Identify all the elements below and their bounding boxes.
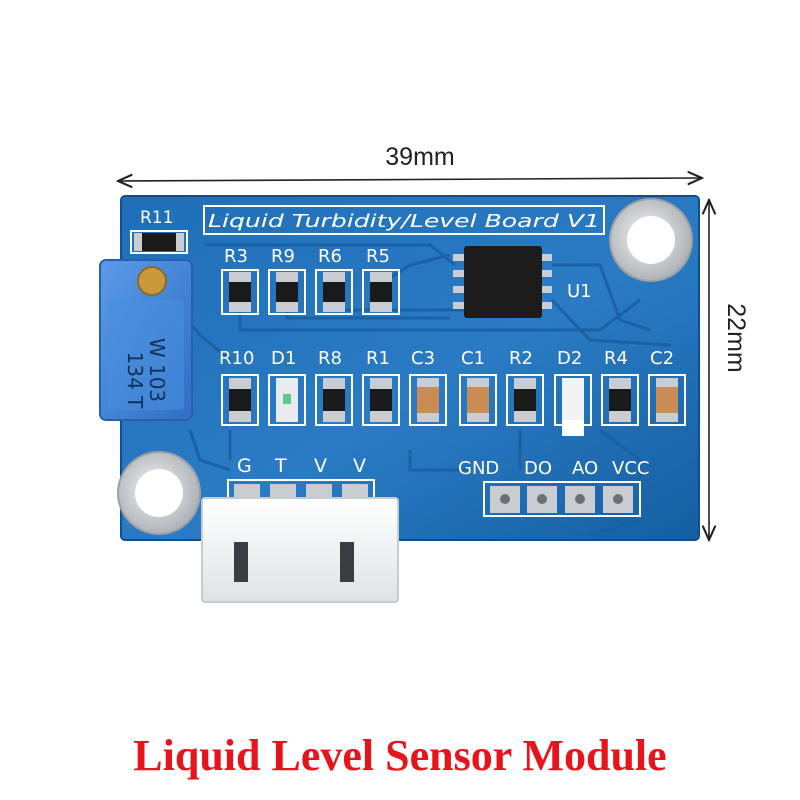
row2-component-r8 xyxy=(315,374,353,426)
row1-component-r5 xyxy=(362,269,400,315)
board-title: Liquid Turbidity/Level Board V1 xyxy=(208,211,600,232)
row1-component-r6 xyxy=(315,269,353,315)
left-connector-label-t: T xyxy=(274,455,287,477)
row2-component-c2 xyxy=(648,374,686,426)
pin-header-pads xyxy=(483,481,641,517)
r11-resistor xyxy=(130,230,188,254)
left-connector-label-g: G xyxy=(237,455,252,477)
row2-label-r4: R4 xyxy=(604,348,628,369)
title-box xyxy=(203,205,605,235)
left-connector-label-v1: V xyxy=(314,455,327,477)
row2-component-d2 xyxy=(554,374,592,436)
row1-component-r9 xyxy=(268,269,306,315)
potentiometer: 134 T W 103 xyxy=(99,259,193,421)
row2-label-r10: R10 xyxy=(219,348,254,369)
right-header-label-gnd: GND xyxy=(458,458,499,479)
row2-label-d2: D2 xyxy=(557,348,582,369)
height-dimension-label: 22mm xyxy=(722,303,750,372)
white-connector xyxy=(201,479,399,603)
row1-label-r3: R3 xyxy=(224,246,248,267)
row1-component-r3 xyxy=(221,269,259,315)
pot-marking-1: 134 T xyxy=(123,352,147,410)
row2-label-c3: C3 xyxy=(411,348,435,369)
row1-label-r9: R9 xyxy=(271,246,295,267)
row2-component-c1 xyxy=(459,374,497,426)
width-dimension-label: 39mm xyxy=(385,143,454,171)
row2-label-c2: C2 xyxy=(650,348,674,369)
row2-component-r1 xyxy=(362,374,400,426)
pcb-board: Liquid Turbidity/Level Board V1 R11 134 … xyxy=(99,195,700,603)
left-connector-label-v2: V xyxy=(353,455,366,477)
right-header-label-ao: AO xyxy=(572,458,598,479)
pot-marking-2: W 103 xyxy=(145,338,169,402)
row2-label-r1: R1 xyxy=(366,348,390,369)
row1-label-r5: R5 xyxy=(366,246,390,267)
width-dimension-line xyxy=(118,178,702,181)
row2-label-r8: R8 xyxy=(318,348,342,369)
mounting-hole-top-right xyxy=(609,198,693,282)
row2-label-r2: R2 xyxy=(509,348,533,369)
row2-component-r2 xyxy=(506,374,544,426)
row2-component-d1 xyxy=(268,374,306,426)
u1-label: U1 xyxy=(567,281,592,302)
ic-u1 xyxy=(453,246,552,318)
product-caption: Liquid Level Sensor Module xyxy=(133,731,667,780)
right-header-label-do: DO xyxy=(524,458,552,479)
potentiometer-screw xyxy=(137,266,167,296)
row2-component-r10 xyxy=(221,374,259,426)
row2-label-d1: D1 xyxy=(271,348,296,369)
row2-component-r4 xyxy=(601,374,639,426)
row2-component-c3 xyxy=(409,374,447,426)
row2-label-c1: C1 xyxy=(461,348,485,369)
right-header-label-vcc: VCC xyxy=(612,458,649,479)
mounting-hole-bottom-left xyxy=(117,451,201,535)
row1-label-r6: R6 xyxy=(318,246,342,267)
r11-label: R11 xyxy=(140,208,173,228)
